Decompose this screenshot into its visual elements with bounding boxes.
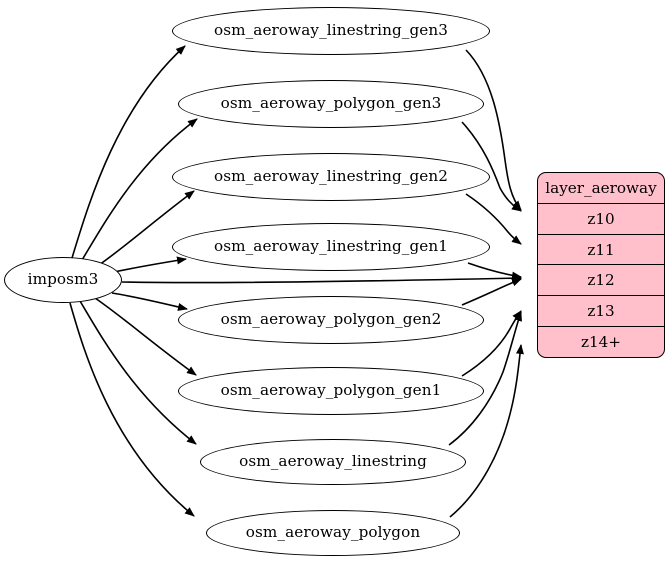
record-row-z12[interactable]: z12 bbox=[538, 265, 664, 297]
edge-imposm3-to-linestring bbox=[79, 300, 197, 445]
node-label: osm_aeroway_polygon bbox=[245, 523, 421, 542]
node-label: osm_aeroway_linestring_gen1 bbox=[213, 237, 449, 256]
record-row-z13[interactable]: z13 bbox=[538, 296, 664, 328]
edge-imposm3-to-layer-z12 bbox=[121, 274, 522, 284]
record-row-z11[interactable]: z11 bbox=[538, 235, 664, 266]
edge-imposm3-to-linestring-gen2 bbox=[98, 190, 195, 266]
edge-imposm3-to-linestring-gen1 bbox=[113, 256, 187, 273]
node-osm-aeroway-polygon-gen1[interactable]: osm_aeroway_polygon_gen1 bbox=[178, 367, 484, 415]
node-osm-aeroway-polygon[interactable]: osm_aeroway_polygon bbox=[206, 510, 460, 556]
node-osm-aeroway-polygon-gen2[interactable]: osm_aeroway_polygon_gen2 bbox=[178, 296, 484, 344]
node-osm-aeroway-polygon-gen3[interactable]: osm_aeroway_polygon_gen3 bbox=[178, 80, 484, 128]
record-row-header[interactable]: layer_aeroway bbox=[538, 173, 664, 204]
node-osm-aeroway-linestring-gen3[interactable]: osm_aeroway_linestring_gen3 bbox=[172, 7, 490, 55]
record-row-label: z10 bbox=[587, 209, 615, 228]
node-osm-aeroway-linestring[interactable]: osm_aeroway_linestring bbox=[200, 439, 466, 485]
node-label: osm_aeroway_linestring_gen2 bbox=[213, 167, 449, 186]
node-osm-aeroway-linestring-gen1[interactable]: osm_aeroway_linestring_gen1 bbox=[172, 223, 490, 271]
edge-polygon-to-z14plus bbox=[449, 344, 524, 518]
record-row-z14plus[interactable]: z14+ bbox=[538, 327, 664, 357]
node-label: osm_aeroway_polygon_gen2 bbox=[220, 310, 442, 329]
node-label: osm_aeroway_polygon_gen1 bbox=[220, 381, 442, 400]
edge-linestring-gen3-to-z10 bbox=[465, 49, 522, 211]
node-label: osm_aeroway_polygon_gen3 bbox=[220, 94, 442, 113]
node-layer-aeroway-record[interactable]: layer_aeroway z10 z11 z12 z13 z14+ bbox=[537, 172, 665, 358]
record-row-label: z13 bbox=[587, 302, 615, 321]
edge-imposm3-to-polygon-gen3 bbox=[81, 118, 198, 261]
node-imposm3-label: imposm3 bbox=[27, 270, 99, 289]
node-imposm3[interactable]: imposm3 bbox=[4, 257, 122, 303]
node-osm-aeroway-linestring-gen2[interactable]: osm_aeroway_linestring_gen2 bbox=[172, 153, 490, 201]
edge-polygon-gen3-to-z10 bbox=[461, 121, 522, 212]
node-label: osm_aeroway_linestring_gen3 bbox=[213, 21, 449, 40]
node-label: osm_aeroway_linestring bbox=[239, 452, 427, 471]
record-row-label: layer_aeroway bbox=[545, 178, 657, 197]
record-row-label: z12 bbox=[587, 271, 615, 290]
edge-linestring-gen2-to-z11 bbox=[465, 193, 522, 245]
edge-linestring-gen1-to-z12 bbox=[467, 262, 522, 280]
edge-polygon-gen2-to-z12 bbox=[461, 278, 522, 306]
record-row-z10[interactable]: z10 bbox=[538, 204, 664, 235]
edge-imposm3-to-polygon-gen2 bbox=[111, 292, 188, 311]
edge-imposm3-to-polygon bbox=[69, 302, 195, 517]
record-row-label: z14+ bbox=[580, 333, 622, 352]
edge-imposm3-to-linestring-gen3 bbox=[71, 45, 186, 259]
edge-linestring-to-z13 bbox=[448, 311, 522, 446]
edge-imposm3-to-polygon-gen1 bbox=[94, 297, 197, 376]
record-row-label: z11 bbox=[587, 240, 615, 259]
